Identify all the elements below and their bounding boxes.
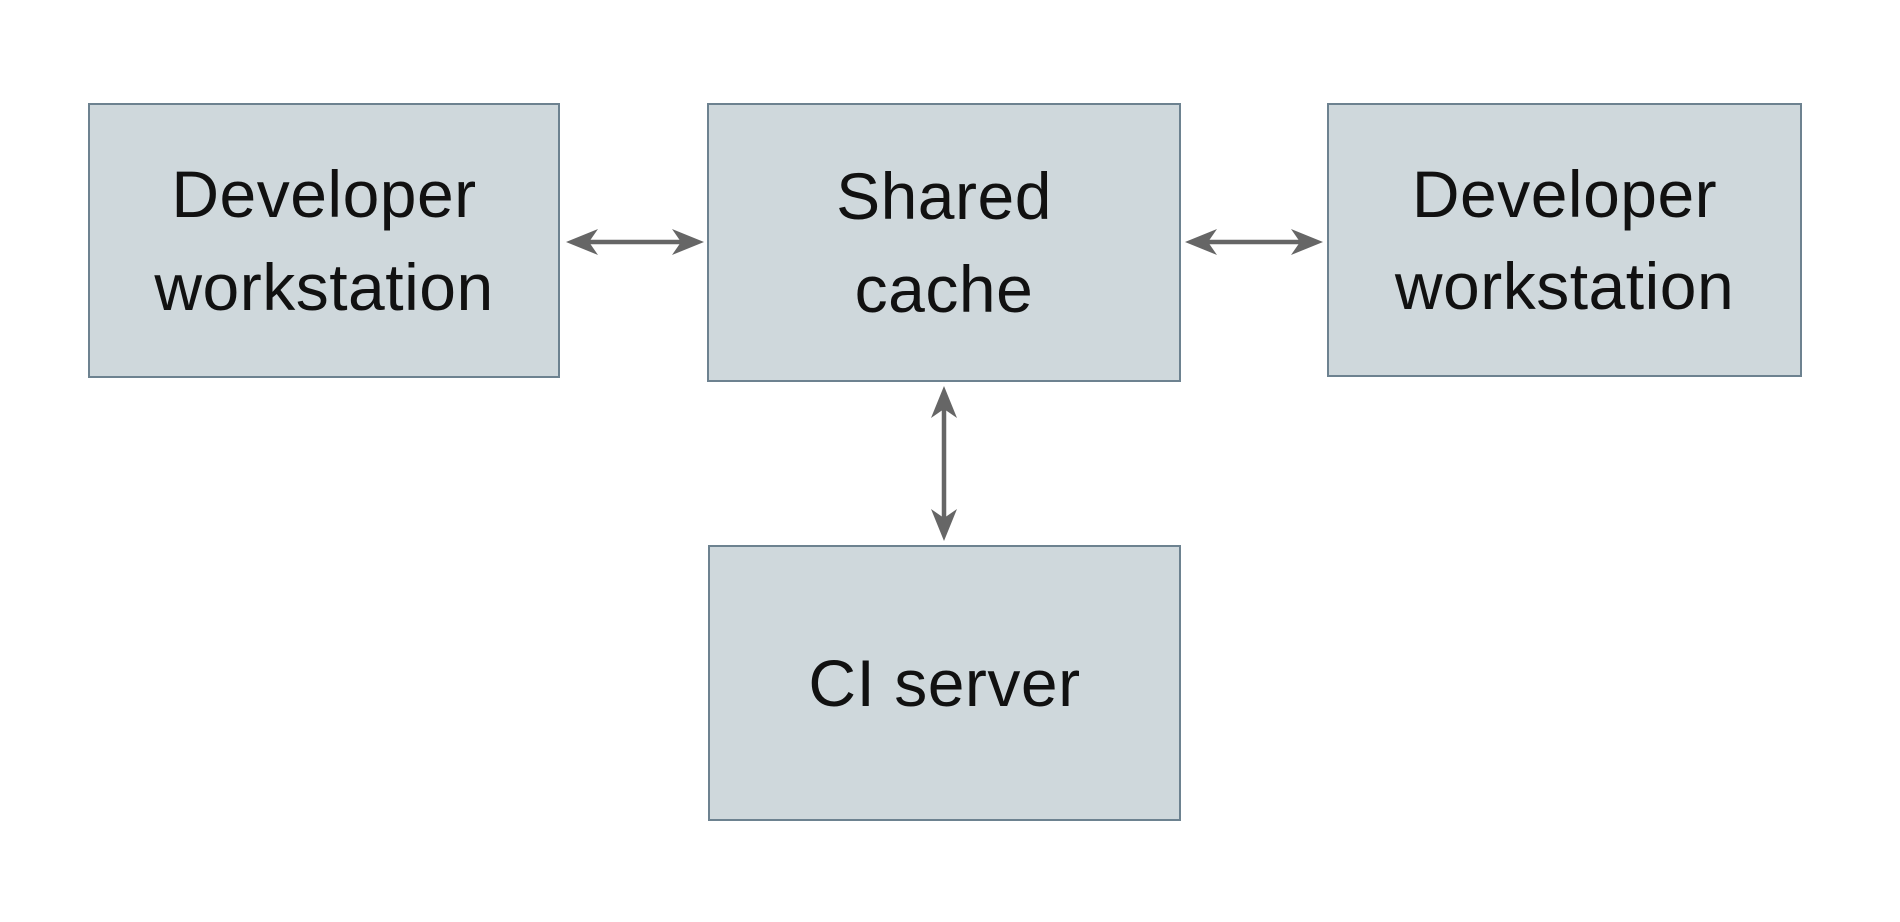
node-ci-server-label: CI server [808,645,1081,720]
edge-shared-cache-ci-server-bidirectional-arrow [931,386,957,541]
node-developer-workstation-right: Developer workstation [1327,103,1802,377]
edge-left-workstation-shared-cache-bidirectional-arrow [566,229,704,255]
node-shared-cache: Shared cache [707,103,1181,382]
node-developer-workstation-right-label: Developer workstation [1394,156,1735,323]
node-developer-workstation-left: Developer workstation [88,103,560,378]
node-ci-server: CI server [708,545,1181,821]
node-shared-cache-label: Shared cache [836,159,1052,326]
node-developer-workstation-left-label: Developer workstation [154,157,494,324]
edge-shared-cache-right-workstation-bidirectional-arrow [1185,229,1323,255]
